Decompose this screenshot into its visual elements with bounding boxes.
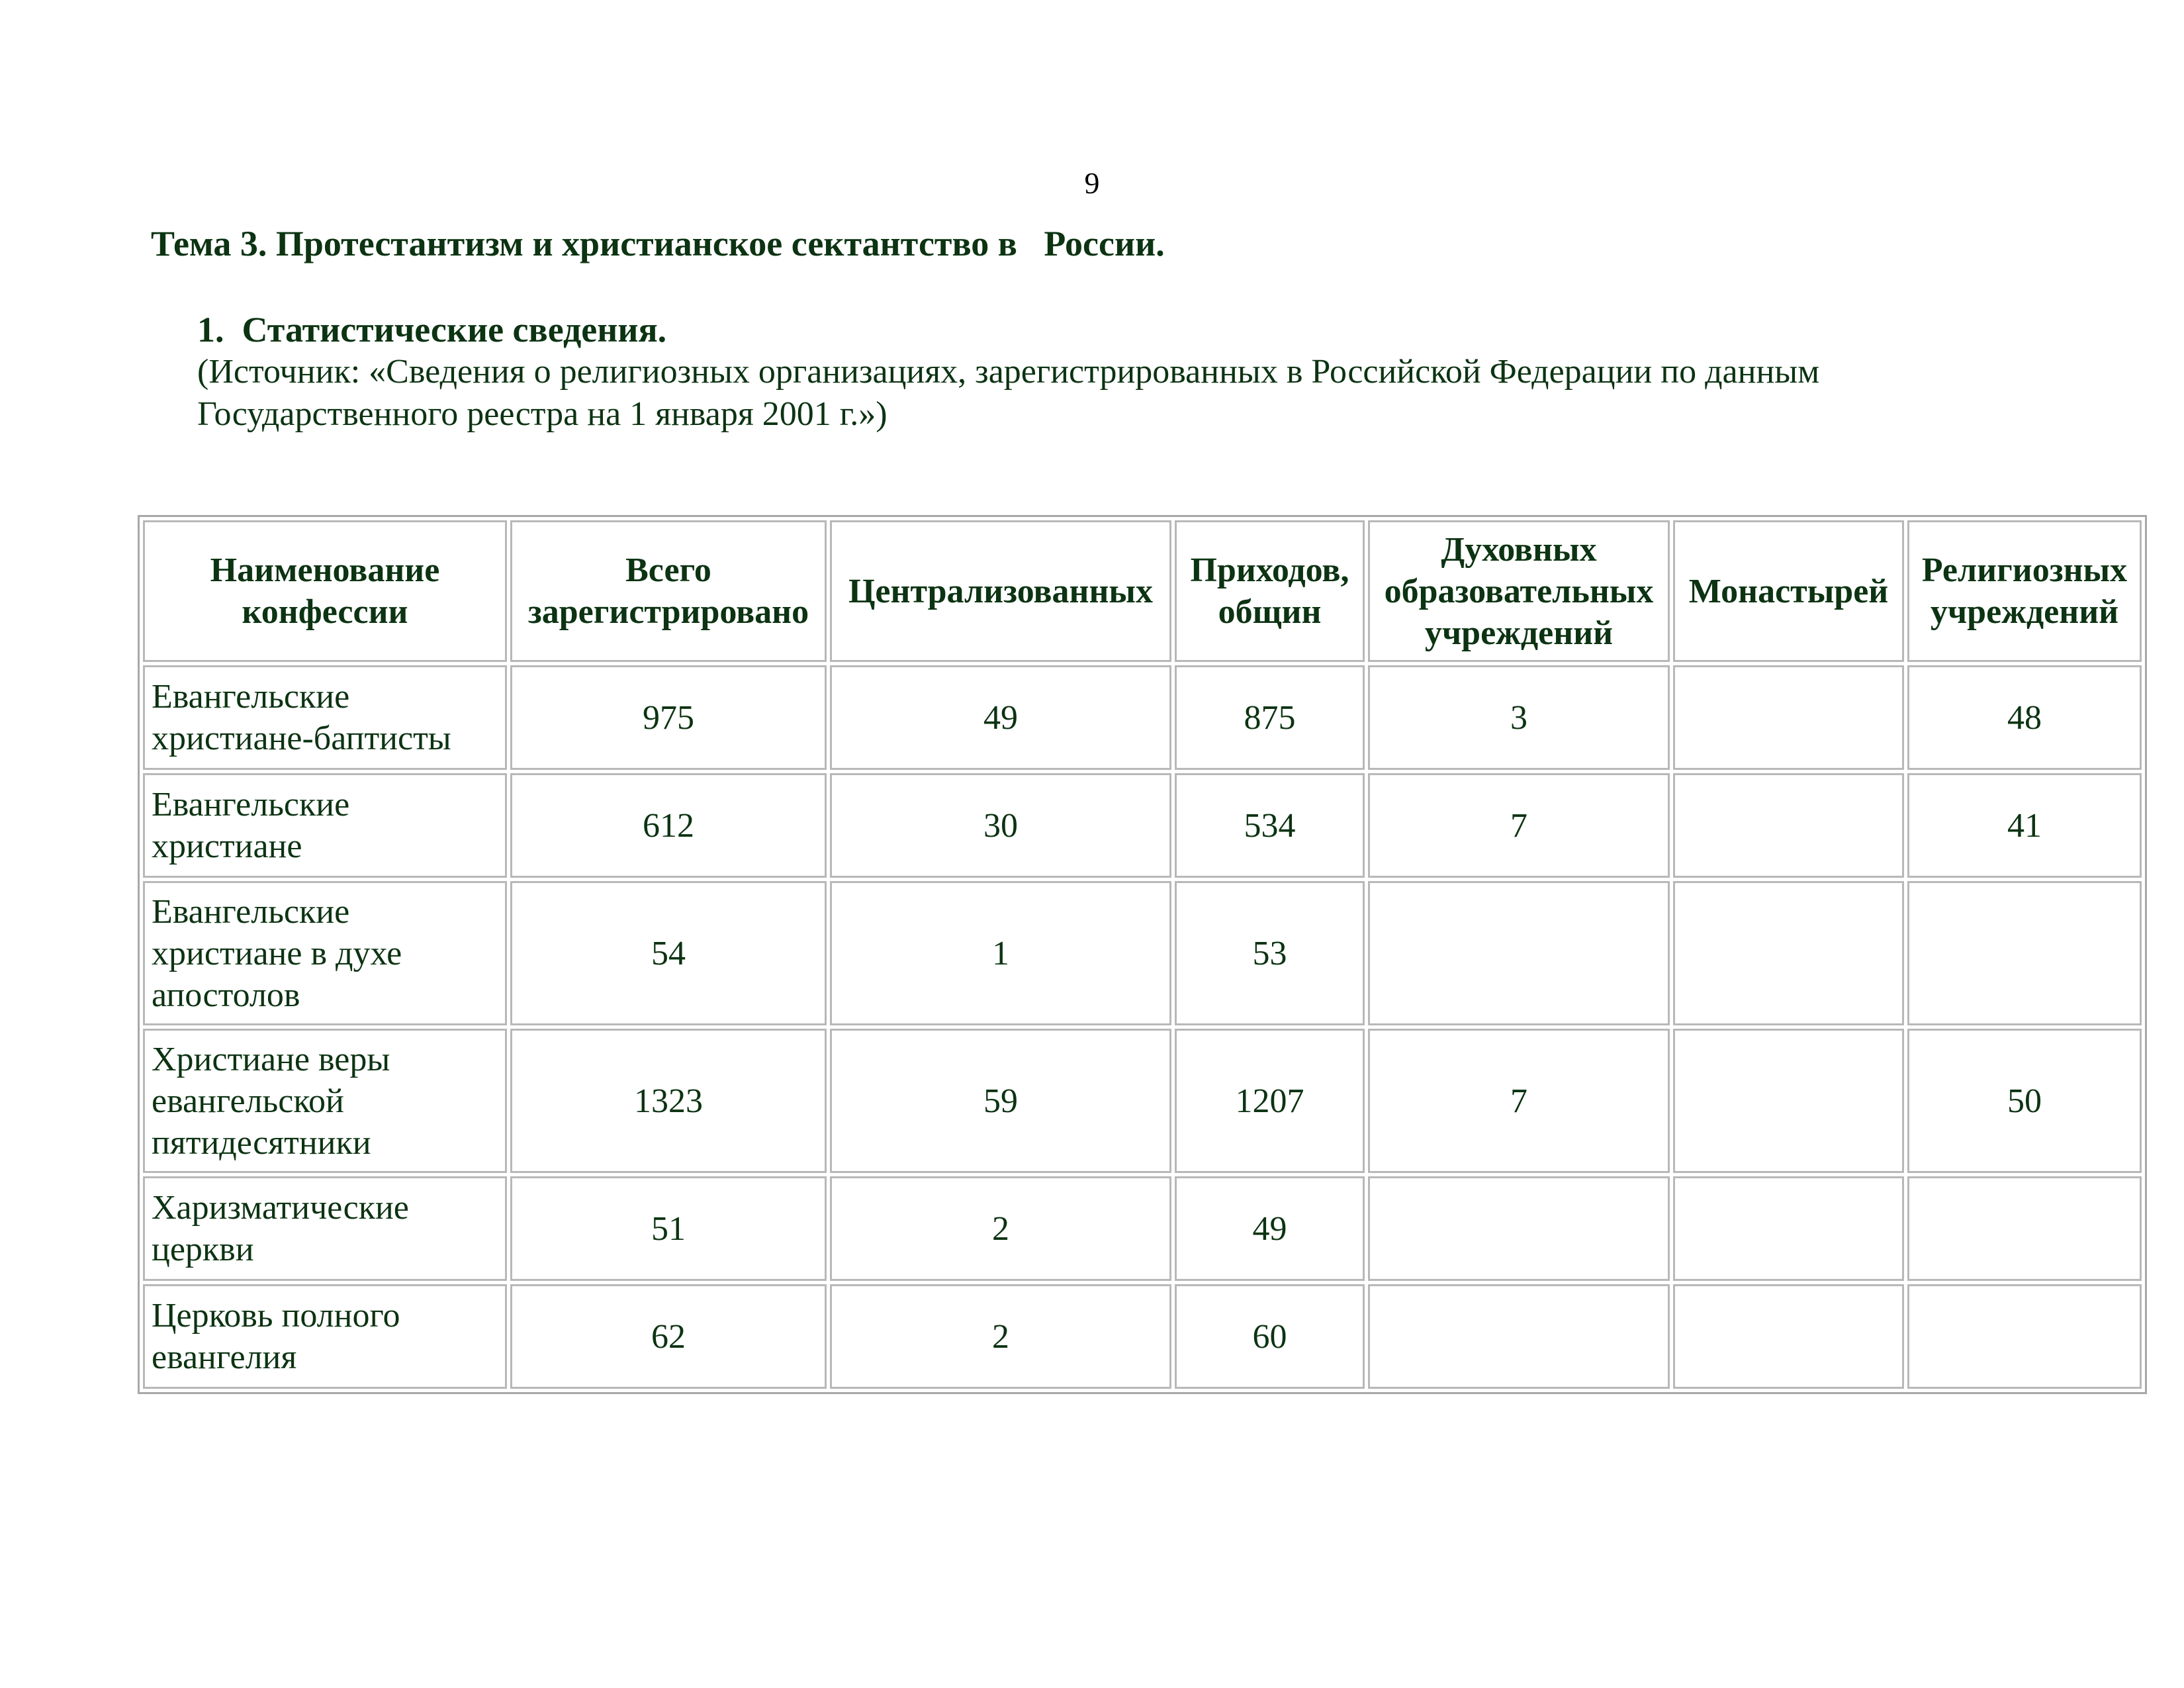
header-confession-name: Наименование конфессии — [143, 520, 507, 662]
parishes-cell: 875 — [1175, 665, 1365, 770]
monasteries-cell — [1673, 1284, 1904, 1389]
centralized-cell: 30 — [830, 773, 1171, 878]
centralized-cell: 2 — [830, 1176, 1171, 1281]
centralized-cell: 49 — [830, 665, 1171, 770]
confession-name-cell: Церковь полного евангелия — [143, 1284, 507, 1389]
educational-institutions-cell — [1368, 881, 1670, 1025]
table-row: Евангельские христиане в духе апостолов … — [143, 881, 2142, 1025]
educational-institutions-cell: 7 — [1368, 1029, 1670, 1173]
topic-title: Тема 3. Протестантизм и христианское сек… — [151, 224, 1165, 263]
monasteries-cell — [1673, 1176, 1904, 1281]
confession-name-cell: Евангельские христиане-баптисты — [143, 665, 507, 770]
page-number: 9 — [1084, 166, 1100, 200]
confession-name-cell: Евангельские христиане — [143, 773, 507, 878]
table-row: Христиане веры евангельской пятидесятник… — [143, 1029, 2142, 1173]
centralized-cell: 2 — [830, 1284, 1171, 1389]
monasteries-cell — [1673, 773, 1904, 878]
parishes-cell: 60 — [1175, 1284, 1365, 1389]
table-row: Церковь полного евангелия 62 2 60 — [143, 1284, 2142, 1389]
table-row: Харизматические церкви 51 2 49 — [143, 1176, 2142, 1281]
centralized-cell: 1 — [830, 881, 1171, 1025]
parishes-cell: 49 — [1175, 1176, 1365, 1281]
religious-institutions-cell: 50 — [1907, 1029, 2142, 1173]
header-monasteries: Монастырей — [1673, 520, 1904, 662]
total-registered-cell: 612 — [510, 773, 827, 878]
confession-name-cell: Евангельские христиане в духе апостолов — [143, 881, 507, 1025]
total-registered-cell: 51 — [510, 1176, 827, 1281]
header-total-registered: Всего зарегистрировано — [510, 520, 827, 662]
religious-institutions-cell: 48 — [1907, 665, 2142, 770]
religious-institutions-cell: 41 — [1907, 773, 2142, 878]
confession-name-cell: Христиане веры евангельской пятидесятник… — [143, 1029, 507, 1173]
educational-institutions-cell — [1368, 1284, 1670, 1389]
table-row: Евангельские христиане 612 30 534 7 41 — [143, 773, 2142, 878]
centralized-cell: 59 — [830, 1029, 1171, 1173]
confession-name-cell: Харизматические церкви — [143, 1176, 507, 1281]
header-parishes: Приходов, общин — [1175, 520, 1365, 662]
monasteries-cell — [1673, 881, 1904, 1025]
educational-institutions-cell: 3 — [1368, 665, 1670, 770]
educational-institutions-cell: 7 — [1368, 773, 1670, 878]
educational-institutions-cell — [1368, 1176, 1670, 1281]
religious-institutions-cell — [1907, 1284, 2142, 1389]
header-educational-institutions: Духовных образовательных учреждений — [1368, 520, 1670, 662]
monasteries-cell — [1673, 1029, 1904, 1173]
monasteries-cell — [1673, 665, 1904, 770]
header-religious-institutions: Религиозных учреждений — [1907, 520, 2142, 662]
statistics-table: Наименование конфессии Всего зарегистрир… — [138, 515, 2147, 1394]
religious-institutions-cell — [1907, 1176, 2142, 1281]
total-registered-cell: 975 — [510, 665, 827, 770]
header-centralized: Централизованных — [830, 520, 1171, 662]
total-registered-cell: 62 — [510, 1284, 827, 1389]
parishes-cell: 1207 — [1175, 1029, 1365, 1173]
table-header-row: Наименование конфессии Всего зарегистрир… — [143, 520, 2142, 662]
total-registered-cell: 54 — [510, 881, 827, 1025]
parishes-cell: 534 — [1175, 773, 1365, 878]
parishes-cell: 53 — [1175, 881, 1365, 1025]
table-row: Евангельские христиане-баптисты 975 49 8… — [143, 665, 2142, 770]
source-note: (Источник: «Сведения о религиозных орган… — [197, 353, 1820, 433]
religious-institutions-cell — [1907, 881, 2142, 1025]
section-title: 1. Статистические сведения. — [197, 310, 667, 350]
total-registered-cell: 1323 — [510, 1029, 827, 1173]
